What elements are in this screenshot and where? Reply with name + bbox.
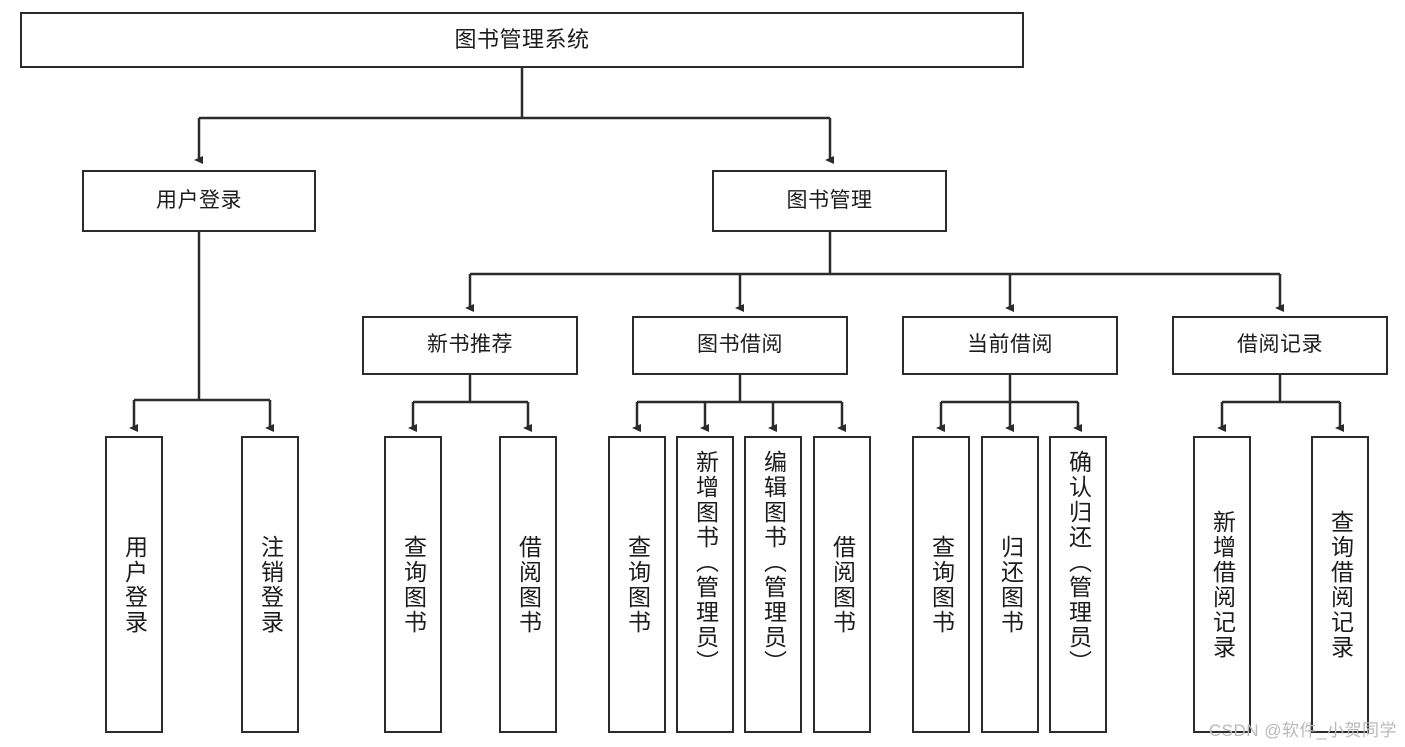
node-label: 图书借阅 — [697, 333, 783, 357]
node-label: 借阅图书 — [829, 534, 856, 635]
node-label: 注销登录 — [257, 534, 284, 635]
node-label: 查询图书 — [624, 534, 651, 635]
node-label: 用户登录 — [156, 188, 242, 212]
leaf-current-query-book[interactable]: 查询图书 — [912, 436, 970, 733]
node-label: 新书推荐 — [427, 333, 513, 357]
node-root-system[interactable]: 图书管理系统 — [20, 12, 1024, 68]
node-new-book-recommend[interactable]: 新书推荐 — [362, 316, 578, 375]
node-label: 当前借阅 — [967, 333, 1053, 357]
leaf-new-book-borrow[interactable]: 借阅图书 — [499, 436, 557, 733]
leaf-user-login-logout[interactable]: 注销登录 — [241, 436, 299, 733]
leaf-record-query-record[interactable]: 查询借阅记录 — [1311, 436, 1369, 733]
node-label: 编辑图书（管理员） — [760, 450, 787, 675]
leaf-borrow-add-book-admin[interactable]: 新增图书（管理员） — [676, 436, 734, 733]
node-user-login[interactable]: 用户登录 — [82, 170, 316, 232]
node-label: 借阅图书 — [515, 534, 542, 635]
leaf-current-confirm-return-admin[interactable]: 确认归还（管理员） — [1049, 436, 1107, 733]
node-book-management[interactable]: 图书管理 — [712, 170, 947, 232]
watermark-text: CSDN @软件_小贺同学 — [1208, 721, 1397, 740]
leaf-borrow-query-book[interactable]: 查询图书 — [608, 436, 666, 733]
node-current-borrow[interactable]: 当前借阅 — [902, 316, 1118, 375]
node-label: 查询图书 — [928, 534, 955, 635]
node-label: 借阅记录 — [1237, 333, 1323, 357]
leaf-user-login-login[interactable]: 用户登录 — [105, 436, 163, 733]
node-label: 图书管理系统 — [454, 27, 590, 53]
leaf-borrow-edit-book-admin[interactable]: 编辑图书（管理员） — [744, 436, 802, 733]
node-label: 归还图书 — [997, 534, 1024, 635]
leaf-current-return-book[interactable]: 归还图书 — [981, 436, 1039, 733]
node-label: 新增借阅记录 — [1209, 509, 1236, 660]
leaf-record-add-record[interactable]: 新增借阅记录 — [1193, 436, 1251, 733]
node-label: 新增图书（管理员） — [692, 450, 719, 675]
node-label: 查询借阅记录 — [1327, 509, 1354, 660]
node-label: 查询图书 — [400, 534, 427, 635]
node-label: 用户登录 — [121, 534, 148, 635]
node-book-borrow[interactable]: 图书借阅 — [632, 316, 848, 375]
leaf-new-book-query[interactable]: 查询图书 — [384, 436, 442, 733]
node-borrow-record[interactable]: 借阅记录 — [1172, 316, 1388, 375]
node-label: 确认归还（管理员） — [1065, 450, 1092, 675]
leaf-borrow-borrow-book[interactable]: 借阅图书 — [813, 436, 871, 733]
node-label: 图书管理 — [786, 188, 873, 212]
